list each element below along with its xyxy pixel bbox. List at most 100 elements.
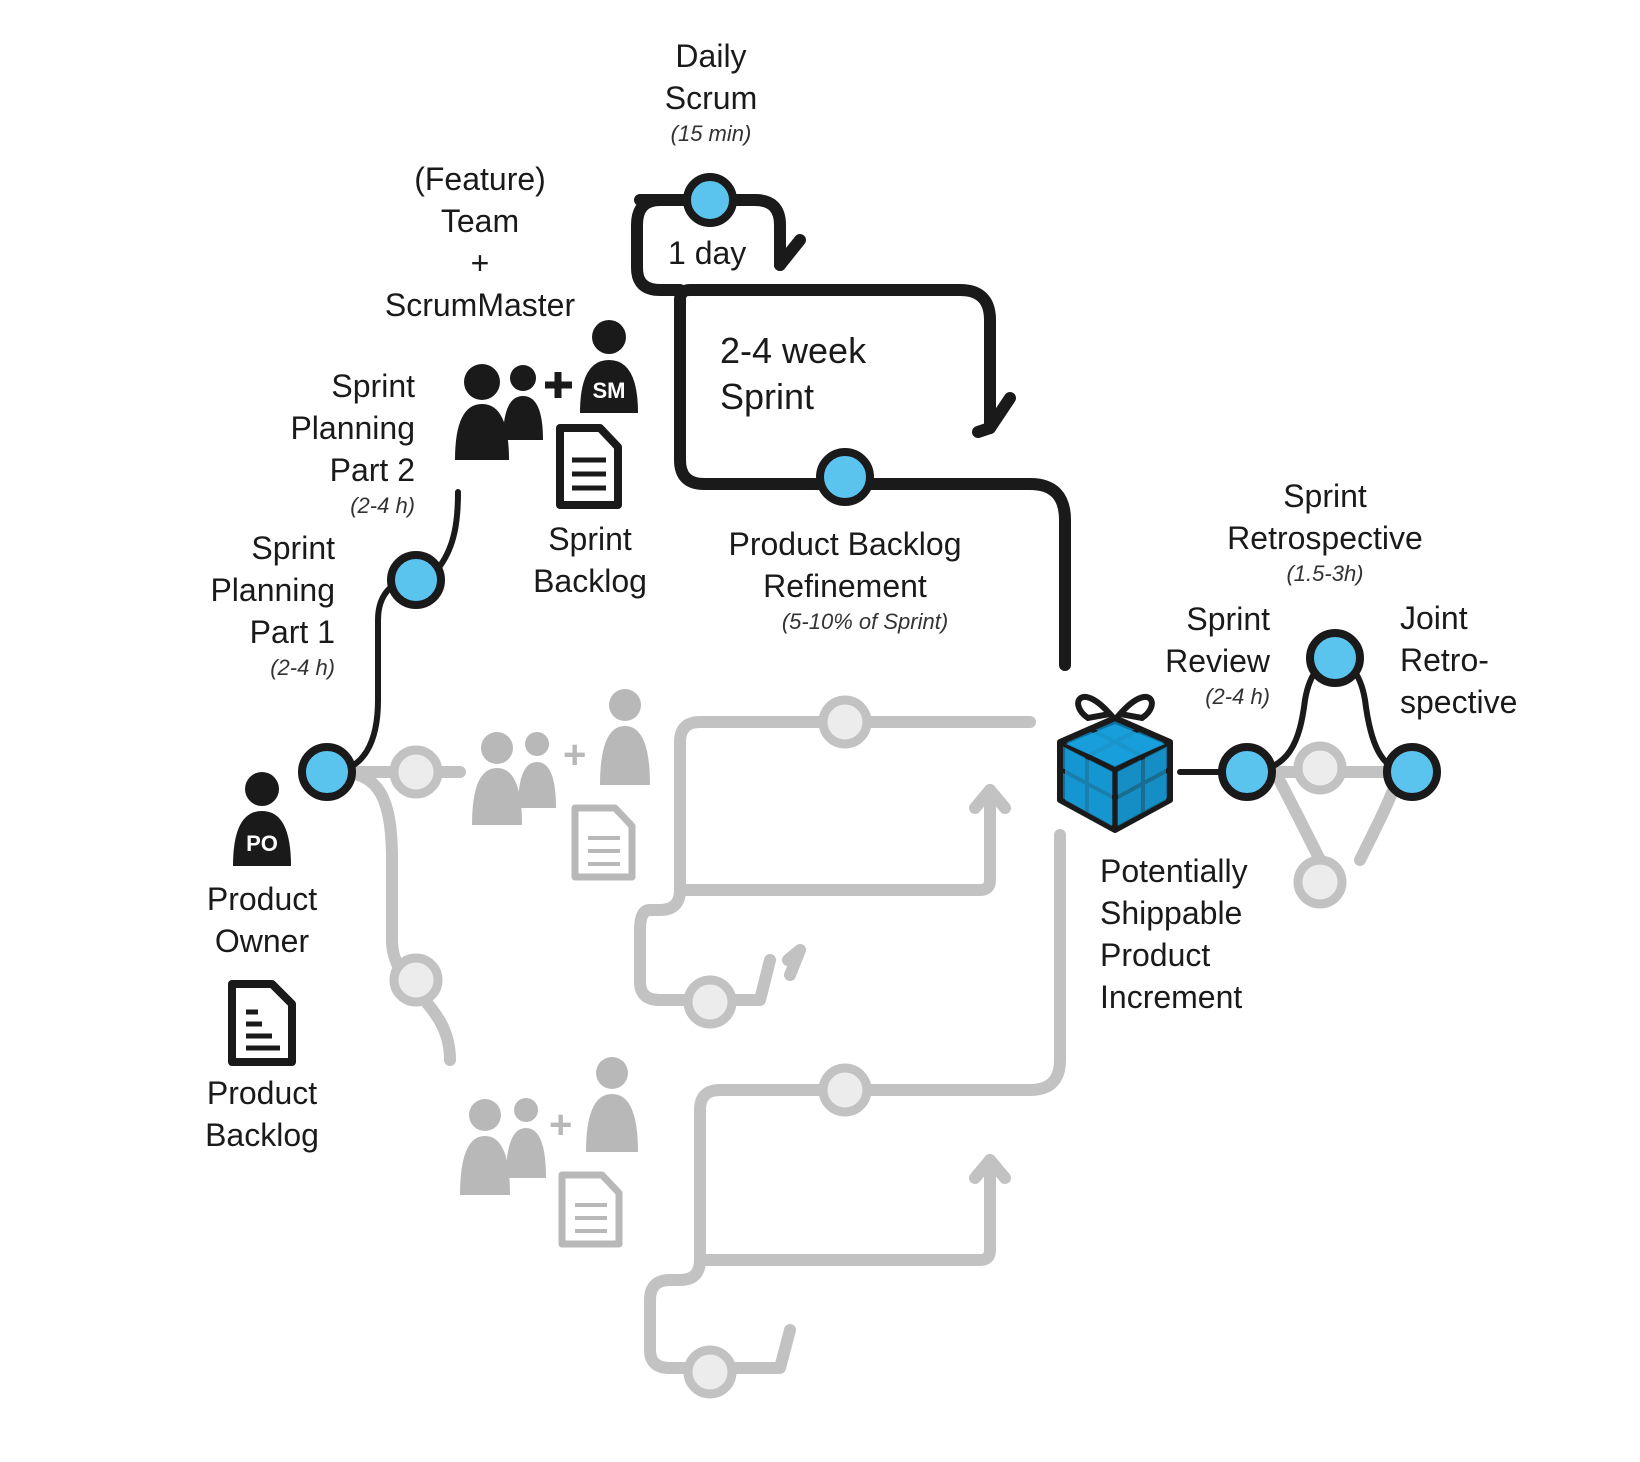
sprint-retrospective-line1: Sprint	[1283, 478, 1367, 514]
backlog-refinement-duration: (5-10% of Sprint)	[781, 609, 949, 634]
team-line1: (Feature)	[414, 161, 546, 197]
daily-scrum-line2: Scrum	[664, 80, 758, 116]
grey-node-refinement-1	[818, 695, 872, 749]
product-backlog-line2: Backlog	[205, 1117, 319, 1153]
node-sprint-review	[1218, 743, 1276, 801]
sprint-backlog-line2: Backlog	[533, 563, 647, 599]
node-sprint-retrospective	[1306, 629, 1364, 687]
sprint-loop	[674, 294, 1071, 671]
future-sprint-nodes	[389, 695, 1347, 1399]
sprint-planning-1-label: Sprint Planning Part 1 (2-4 h)	[170, 527, 335, 683]
sm-badge-text: SM	[593, 378, 626, 403]
grey-node-daily-1	[683, 975, 737, 1029]
sprint-planning-1-line3: Part 1	[249, 614, 335, 650]
sprint-planning-1-duration: (2-4 h)	[270, 655, 335, 680]
grey-doc-icon-2	[558, 1171, 623, 1248]
product-owner-label: Product Owner	[207, 878, 317, 962]
grey-sprint-2-arrowhead	[969, 1154, 1011, 1184]
sprint-planning-2-line1: Sprint	[331, 368, 415, 404]
grey-node-daily-2	[683, 1345, 737, 1399]
sprint-arrowhead	[972, 392, 1016, 438]
sprint-planning-2-duration: (2-4 h)	[350, 493, 415, 518]
team-line4: ScrumMaster	[384, 287, 576, 323]
node-planning-part-2	[387, 551, 445, 609]
product-backlog-document-icon	[228, 980, 296, 1066]
daily-scrum-duration: (15 min)	[670, 121, 752, 146]
sprint-length-line2: Sprint	[720, 376, 815, 417]
joint-retrospective-line3: spective	[1400, 684, 1518, 720]
product-backlog-line1: Product	[206, 1075, 318, 1111]
grey-node-refinement-2	[818, 1063, 872, 1117]
grey-node-planning	[389, 745, 443, 799]
sprint-planning-2-line2: Planning	[290, 410, 415, 446]
product-increment-gift-icon	[1057, 693, 1173, 833]
increment-label: Potentially Shippable Product Increment	[1100, 850, 1248, 1018]
joint-retrospective-label: Joint Retro- spective	[1400, 597, 1517, 723]
sprint-backlog-document-icon	[556, 424, 622, 509]
joint-retrospective-line1: Joint	[1400, 600, 1468, 636]
increment-line3: Product	[1100, 937, 1211, 973]
grey-sprint-2-outer	[694, 1154, 996, 1266]
product-owner-icon: PO	[233, 772, 291, 866]
daily-arrowhead	[774, 234, 806, 271]
product-owner-line1: Product	[206, 881, 318, 917]
svg-text:+: +	[549, 1103, 572, 1147]
grey-node-planning-2	[389, 953, 443, 1007]
sprint-review-label: Sprint Review (2-4 h)	[1100, 598, 1270, 712]
daily-scrum-label: Daily Scrum (15 min)	[665, 35, 757, 149]
svg-text:+: +	[563, 733, 586, 777]
active-nodes	[298, 173, 1441, 801]
grey-increment-line	[644, 829, 1066, 1374]
node-joint-retrospective	[1383, 743, 1441, 801]
sprint-retrospective-line2: Retrospective	[1227, 520, 1423, 556]
one-day-label: 1 day	[668, 232, 746, 274]
grey-team-icon-1: +	[472, 689, 650, 825]
sprint-review-duration: (2-4 h)	[1205, 684, 1270, 709]
sprint-retrospective-label: Sprint Retrospective (1.5-3h)	[1227, 475, 1423, 589]
sprint-planning-1-line1: Sprint	[251, 530, 335, 566]
backlog-refinement-line2: Refinement	[763, 568, 927, 604]
sprint-planning-2-label: Sprint Planning Part 2 (2-4 h)	[250, 365, 415, 521]
grey-team-icon-2: +	[460, 1057, 638, 1195]
sprint-planning-1-line2: Planning	[210, 572, 335, 608]
product-owner-line2: Owner	[214, 923, 310, 959]
future-sprints	[332, 716, 1406, 1374]
team-line2: Team	[440, 203, 520, 239]
node-planning-part-1	[298, 743, 356, 801]
increment-line4: Increment	[1100, 979, 1243, 1015]
grey-sprint-1-arrowhead	[969, 784, 1011, 814]
daily-scrum-line1: Daily	[675, 38, 747, 74]
increment-line1: Potentially	[1100, 853, 1248, 889]
daily-loop-left	[631, 194, 686, 296]
increment-line2: Shippable	[1100, 895, 1243, 931]
scrum-master-icon: SM	[580, 320, 638, 413]
grey-branch-2	[332, 766, 456, 1066]
team-label: (Feature) Team + ScrumMaster	[385, 158, 575, 326]
backlog-refinement-line1: Product Backlog	[728, 526, 962, 562]
sprint-length-line1: 2-4 week	[720, 330, 867, 371]
team-people-icon	[455, 364, 572, 460]
node-daily-scrum	[683, 173, 737, 227]
team-line3: +	[470, 245, 490, 281]
grey-node-retro-mid	[1293, 741, 1347, 795]
active-sprint-path	[325, 194, 1413, 775]
backlog-refinement-label: Product Backlog Refinement (5-10% of Spr…	[728, 523, 961, 637]
sprint-retrospective-duration: (1.5-3h)	[1286, 561, 1364, 586]
sprint-backlog-label: Sprint Backlog	[533, 518, 647, 602]
node-backlog-refinement	[816, 448, 874, 506]
joint-retrospective-line2: Retro-	[1400, 642, 1489, 678]
grey-node-retro-low	[1293, 855, 1347, 909]
one-day-text: 1 day	[668, 235, 747, 271]
grey-sprint-1-outer	[674, 784, 996, 896]
product-backlog-label: Product Backlog	[205, 1072, 319, 1156]
grey-sprint-1-loop	[634, 716, 1036, 1006]
sprint-review-line2: Review	[1165, 643, 1270, 679]
planning-path	[325, 489, 461, 775]
sprint-review-line1: Sprint	[1186, 601, 1270, 637]
po-badge-text: PO	[246, 831, 278, 856]
sprint-length-label: 2-4 week Sprint	[720, 328, 866, 420]
grey-doc-icon-1	[571, 804, 636, 881]
sprint-planning-2-line3: Part 2	[329, 452, 415, 488]
sprint-backlog-line1: Sprint	[548, 521, 632, 557]
